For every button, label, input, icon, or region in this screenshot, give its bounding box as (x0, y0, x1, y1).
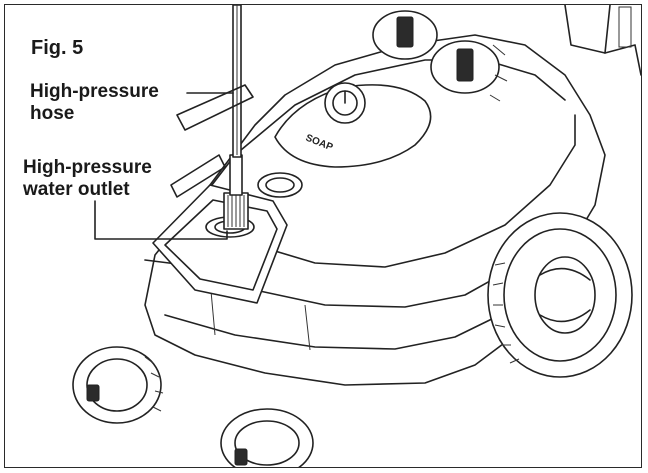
top-deck-edge (184, 59, 566, 221)
wheel-spoke-curves (539, 267, 591, 323)
outlet-leader-line (94, 200, 228, 240)
coupling-ridges (227, 195, 245, 227)
pressure-knob-grip (396, 16, 414, 48)
power-button-inner (265, 177, 295, 193)
caster-wheel-lock (86, 384, 100, 402)
power-button[interactable] (257, 172, 303, 198)
wheel-rim (503, 228, 617, 362)
caster-wheel-2-rim (234, 420, 300, 466)
label-high-pressure-water-outlet: High-pressure water outlet (23, 157, 152, 201)
label-outlet-line-2: water outlet (23, 178, 130, 200)
caster-wheel-rim (86, 358, 148, 412)
caster-wheel-2-lock (234, 448, 248, 466)
pressure-knob-2-grip (456, 48, 474, 82)
figure-frame: SOAP Fig. 5 High-pressure hose High (4, 4, 642, 468)
hose-collar (229, 154, 243, 196)
caster-tread (144, 356, 164, 412)
hose-holder-upper (176, 84, 254, 131)
outlet-tray-inner (164, 199, 278, 291)
label-hose-line-1: High-pressure (30, 81, 159, 102)
front-lower-line (164, 314, 501, 350)
front-seam (304, 304, 311, 351)
wheel-tread (492, 262, 520, 364)
handle-post (618, 6, 632, 48)
outlet-tray (152, 184, 288, 304)
handle-frame-right (564, 5, 611, 54)
caster-wheel-icon (72, 346, 162, 424)
label-outlet-line-1: High-pressure (23, 157, 152, 178)
hose-holder-lower (170, 154, 226, 198)
figure-title: Fig. 5 (31, 37, 84, 59)
label-high-pressure-hose: High-pressure hose (30, 81, 159, 125)
label-hose-line-2: hose (30, 102, 75, 124)
wheel-icon (487, 212, 633, 378)
pressure-washer-illustration: SOAP (72, 5, 641, 467)
handle-frame-right-2 (604, 44, 641, 76)
wheel-hub (534, 256, 596, 334)
knob-tick-marks (489, 44, 508, 102)
